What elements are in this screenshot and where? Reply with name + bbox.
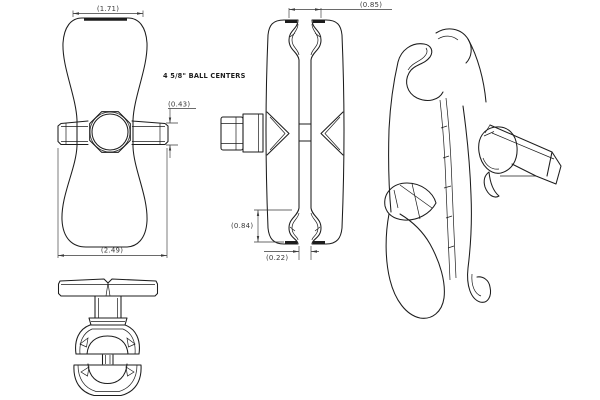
side-socket-caps [285, 20, 325, 244]
dim-front-overall-width: (2.49) [57, 148, 168, 258]
ball-centers-note: 4 5/8" BALL CENTERS [163, 72, 246, 80]
dim-side-socket-width: (0.85) [288, 1, 392, 18]
front-arm-body [61, 17, 148, 248]
end-view [57, 278, 159, 397]
front-right-wing [131, 120, 169, 146]
iso-parting-seam [439, 97, 457, 281]
dim-side-socket-width-label: (0.85) [360, 1, 382, 9]
end-center-link [101, 354, 114, 365]
dim-front-wing-thickness: (0.43) [166, 101, 196, 158]
end-shaft [88, 295, 128, 326]
side-right-rib [320, 111, 344, 156]
side-arm-right-half [310, 19, 345, 245]
dim-front-wing-thickness-label: (0.43) [168, 101, 190, 109]
iso-back-wall [435, 28, 472, 64]
end-lower-clamp [73, 363, 142, 397]
iso-lower-socket-opening [384, 182, 437, 221]
dim-front-top-width-label: (1.71) [97, 5, 119, 13]
iso-top-socket [406, 43, 444, 101]
dim-side-socket-depth-label: (0.84) [231, 222, 253, 230]
front-left-wing [57, 120, 89, 146]
iso-knob-hub [478, 126, 518, 198]
dim-side-socket-depth: (0.84) [231, 209, 292, 243]
end-upper-clamp [75, 324, 140, 355]
dim-front-overall-width-label: (2.49) [101, 247, 123, 255]
side-knob [220, 113, 264, 153]
side-view: (0.85) (0.84) (0.22) [220, 1, 392, 262]
end-handle [57, 278, 159, 297]
iso-front-left-edge [388, 43, 425, 213]
side-left-rib [266, 111, 290, 156]
front-knob-boss [89, 111, 131, 153]
isometric-view [384, 28, 562, 319]
side-mid-boss [298, 123, 312, 142]
dim-front-top-width: (1.71) [72, 5, 144, 17]
dim-side-slot-width-label: (0.22) [266, 254, 288, 262]
iso-bottom-hook [467, 267, 491, 303]
iso-lower-arm [385, 213, 445, 319]
iso-wing-handle [484, 124, 562, 185]
dim-side-slot-width: (0.22) [264, 246, 319, 262]
front-view: (1.71) (0.43) (2.49) [57, 5, 196, 258]
side-arm-left-half [265, 19, 300, 245]
side-socket-inner-walls [289, 23, 321, 241]
